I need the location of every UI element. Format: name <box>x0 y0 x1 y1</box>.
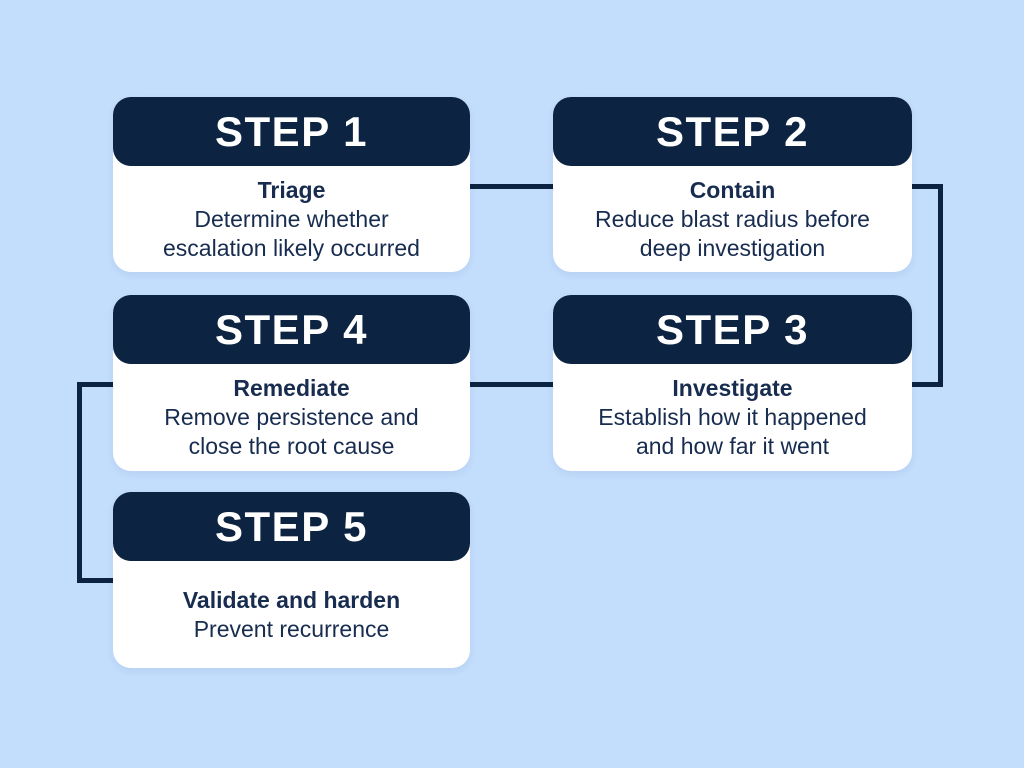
step-3-desc-line2: and how far it went <box>635 433 830 459</box>
step-2-header: STEP 2 <box>553 97 912 166</box>
step-3-title: Investigate <box>672 375 793 401</box>
step-4-card: STEP 4 Remediate Remove persistence and … <box>113 295 470 471</box>
step-2-desc-line1: Reduce blast radius before <box>595 205 870 232</box>
step-4-body: Remediate Remove persistence and close t… <box>113 364 470 471</box>
step-3-card: STEP 3 Investigate Establish how it happ… <box>553 295 912 471</box>
step-2-body: Contain Reduce blast radius before deep … <box>553 166 912 272</box>
connector-step5-left-arm <box>77 578 115 583</box>
step-1-card: STEP 1 Triage Determine whether escalati… <box>113 97 470 272</box>
connector-step3-right-arm <box>910 382 943 387</box>
connector-step2-right-arm <box>910 184 943 189</box>
step-5-body: Validate and harden Prevent recurrence <box>113 561 470 668</box>
step-4-header: STEP 4 <box>113 295 470 364</box>
step-4-desc-line1: Remove persistence and <box>164 404 419 430</box>
connector-step3-step4 <box>468 382 555 387</box>
step-2-card: STEP 2 Contain Reduce blast radius befor… <box>553 97 912 272</box>
step-1-header: STEP 1 <box>113 97 470 166</box>
connector-step4-left-arm <box>77 382 115 387</box>
step-1-label: STEP 1 <box>215 107 368 155</box>
connector-step1-step2 <box>468 184 555 189</box>
step-4-label: STEP 4 <box>215 305 368 353</box>
step-4-title: Remediate <box>233 375 350 401</box>
step-3-body: Investigate Establish how it happened an… <box>553 364 912 471</box>
step-1-body: Triage Determine whether escalation like… <box>113 166 470 272</box>
step-1-desc-line1: Determine whether <box>194 205 389 232</box>
step-5-card: STEP 5 Validate and harden Prevent recur… <box>113 492 470 668</box>
step-5-label: STEP 5 <box>215 502 368 550</box>
step-2-label: STEP 2 <box>656 107 809 155</box>
step-3-label: STEP 3 <box>656 305 809 353</box>
step-2-desc-line2: deep investigation <box>639 234 826 261</box>
step-3-header: STEP 3 <box>553 295 912 364</box>
step-4-desc-line2: close the root cause <box>188 433 395 459</box>
step-5-header: STEP 5 <box>113 492 470 561</box>
step-3-desc-line1: Establish how it happened <box>598 404 867 430</box>
connector-step2-step3-vertical <box>938 184 943 387</box>
step-1-desc-line2: escalation likely occurred <box>163 234 420 261</box>
step-2-title: Contain <box>689 176 776 203</box>
step-5-title: Validate and harden <box>182 586 401 613</box>
connector-step4-step5-vertical <box>77 382 82 583</box>
step-5-desc-line1: Prevent recurrence <box>193 615 390 642</box>
step-1-title: Triage <box>257 176 326 203</box>
